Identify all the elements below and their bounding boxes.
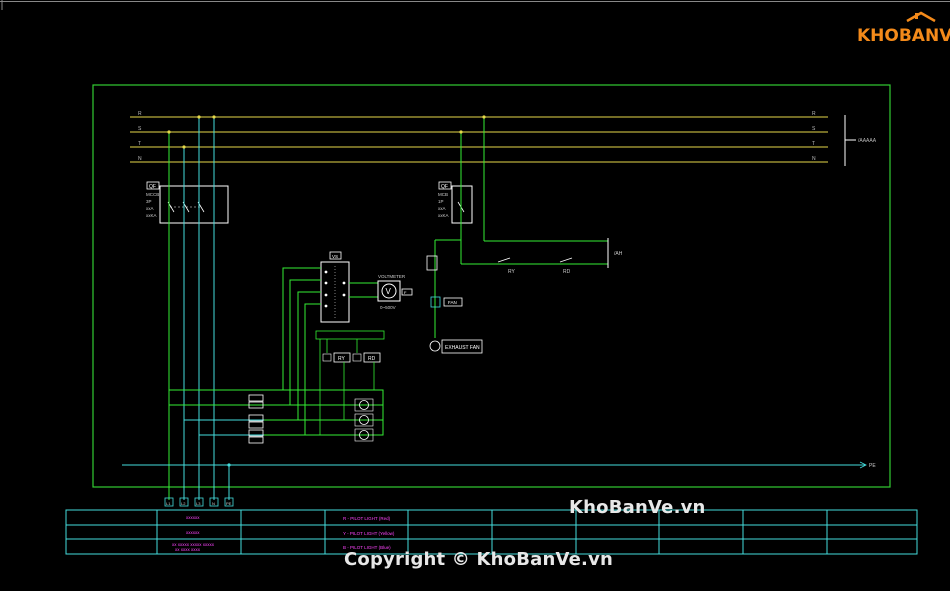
busbars [130, 116, 828, 163]
bus-label-right-n: N [812, 156, 816, 162]
title-cell-1: xxxxxx [186, 515, 200, 520]
bus-label-left-n: N [138, 156, 142, 162]
pilot-lights [169, 339, 384, 444]
title-block [65, 509, 918, 555]
terminal-label-l2: L2 [181, 501, 186, 506]
voltmeter-selector-switch: VS [320, 251, 350, 323]
aux-breaker-line-3: xxA [438, 206, 446, 211]
fan-circuit: FAN EXHAUST FAN [426, 255, 483, 354]
busbar-left-labels: R S T N [138, 111, 142, 162]
terminal-label-pe: PE [226, 501, 232, 506]
title-cell-5: R - PILOT LIGHT (Red) [343, 516, 391, 521]
main-breaker-tag: QF [149, 184, 156, 190]
voltmeter: V VOLTMETER 0~500V F [377, 274, 413, 310]
title-cell-3: xx xxxxx xxxxx xxxxx [172, 542, 215, 547]
watermark-site: KhoBanVe.vn [569, 497, 706, 518]
aux-breaker-line-1: MCB [438, 192, 448, 197]
selector-tag: VS [332, 254, 338, 259]
relay-rd-label: RD [368, 356, 376, 362]
main-breaker-line-2: 3P [146, 199, 152, 204]
bus-label-right-s: S [812, 126, 816, 132]
voltmeter-label: VOLTMETER [378, 274, 406, 279]
watermark-copyright: Copyright © KhoBanVe.vn [344, 549, 614, 570]
aux-breaker-line-4: xxKA [438, 213, 449, 218]
main-breaker-line-3: xxA [146, 206, 154, 211]
terminal-label-n: N [212, 501, 215, 506]
title-cell-2: xxxxxx [186, 530, 200, 535]
fan-tag: FAN [448, 300, 457, 305]
voltmeter-fuse-tag: F [404, 290, 407, 295]
title-cell-4: xx xxxx xxxx [175, 547, 201, 552]
drawing-frame [92, 84, 891, 488]
pe-label: PE [869, 463, 876, 469]
exhaust-fan-label: EXHAUST FAN [445, 345, 480, 351]
title-block-text: xxxxxx xxxxxx xx xxxxx xxxxx xxxxx xx xx… [172, 515, 395, 552]
terminal-label-l3: L3 [196, 501, 201, 506]
voltmeter-symbol: V [386, 287, 392, 296]
busbar-right-labels: R S T N [812, 111, 816, 162]
voltmeter-range: 0~500V [380, 305, 396, 310]
relay-ry-label: RY [338, 356, 346, 362]
selector-wiring [282, 267, 378, 435]
bus-label-left-s: S [138, 126, 142, 132]
bus-label-right-r: R [812, 111, 816, 117]
aux-wiring [434, 115, 609, 338]
feeder-label: /AAAAA [858, 138, 877, 144]
signal-label: /AH [614, 251, 623, 257]
main-breaker-line-1: MCCB [146, 192, 159, 197]
logo-text: KHOBANVE [857, 26, 950, 46]
khobanve-logo [906, 11, 936, 23]
aux-breaker: QF MCB 1P xxA xxKA [438, 181, 473, 224]
terminal-label-l1: L1 [166, 501, 171, 506]
aux-breaker-line-2: 1P [438, 199, 444, 204]
title-cell-7: B - PILOT LIGHT (Blue) [343, 545, 391, 550]
bus-label-right-t: T [812, 141, 815, 147]
main-breaker-line-4: xxKA [146, 213, 157, 218]
main-feeder-lines [167, 115, 230, 500]
bus-label-left-r: R [138, 111, 142, 117]
title-cell-6: Y - PILOT LIGHT (Yellow) [343, 531, 395, 536]
bus-label-left-t: T [138, 141, 141, 147]
contact-rd-label: RD [563, 269, 571, 275]
aux-breaker-tag: QF [441, 184, 448, 190]
main-breaker: QF MCCB 3P xxA xxKA [146, 181, 229, 224]
relay-block: RY RD [315, 330, 385, 363]
contact-ry-label: RY [508, 269, 516, 275]
outgoing-terminals: L1 L2 L3 N PE [164, 497, 234, 507]
